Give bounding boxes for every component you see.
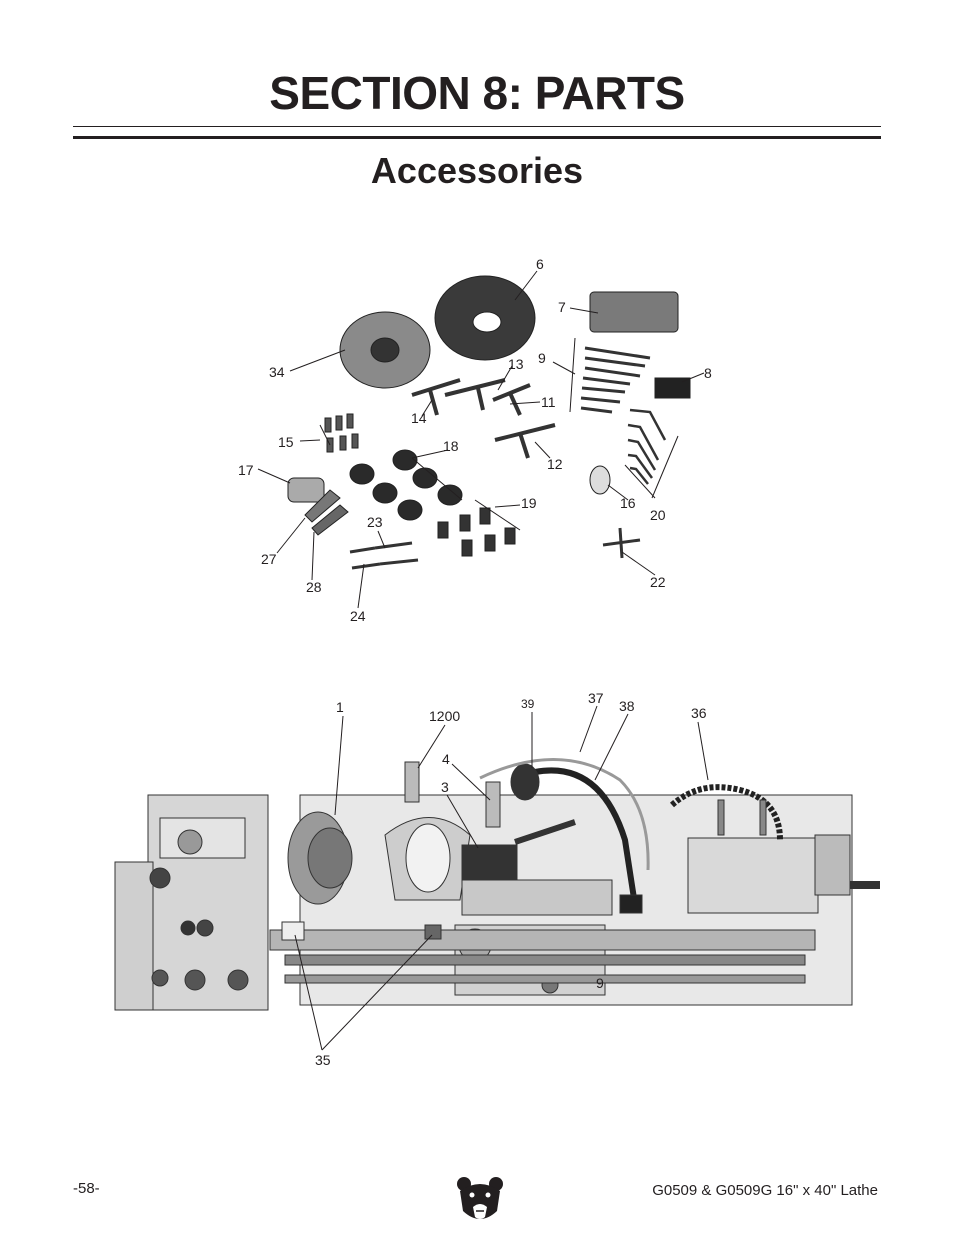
spider-wrench-icon — [602, 527, 641, 559]
callout-7: 7 — [558, 299, 566, 315]
callout-27: 27 — [261, 551, 277, 567]
lathe-bed-icon — [269, 929, 816, 951]
mounting-bolt-icon — [437, 507, 516, 557]
callout-35: 35 — [315, 1052, 331, 1068]
callout-12: 12 — [547, 456, 563, 472]
live-center-icon — [311, 504, 349, 536]
header-rule-thick — [73, 136, 881, 139]
screwdriver-icon — [349, 541, 419, 570]
manual-title: G0509 & G0509G 16" x 40" Lathe — [652, 1182, 878, 1199]
callout-28: 28 — [306, 579, 322, 595]
callout-1: 1 — [336, 699, 344, 715]
chuck-jaw-bolt-icon — [324, 413, 359, 453]
callout-9: 9 — [538, 350, 546, 366]
coolant-nozzle-icon — [479, 758, 650, 871]
callout-18: 18 — [443, 438, 459, 454]
callout-38: 38 — [619, 698, 635, 714]
page-number: -58- — [73, 1180, 100, 1197]
header-rule-thin — [73, 126, 881, 127]
callout-3: 3 — [441, 779, 449, 795]
toolbox-icon — [589, 291, 679, 333]
callout-34: 34 — [269, 364, 285, 380]
callout-9-lathe: 9 — [596, 975, 604, 991]
callout-4: 4 — [442, 751, 450, 767]
chuck-key-icon — [411, 378, 556, 459]
oil-can-icon — [589, 465, 611, 495]
callout-16: 16 — [620, 495, 636, 511]
tailstock-icon — [687, 837, 819, 914]
lathe-photo — [114, 758, 880, 1011]
hex-wrench-set-icon — [627, 408, 667, 485]
callout-6: 6 — [536, 256, 544, 272]
coolant-hose-icon — [670, 784, 783, 841]
sleeve-icon — [287, 477, 325, 503]
callout-17: 17 — [238, 462, 254, 478]
callout-20: 20 — [650, 507, 666, 523]
section-title: SECTION 8: PARTS — [269, 67, 685, 119]
follow-rest-icon — [485, 781, 501, 828]
chuck-jaw-disc-icon — [349, 449, 463, 521]
tool-post-icon — [654, 377, 691, 399]
carriage-icon — [461, 879, 613, 916]
callout-23: 23 — [367, 514, 383, 530]
callout-37: 37 — [588, 690, 604, 706]
page-subtitle: Accessories — [370, 150, 584, 191]
tool-post-icon — [461, 844, 518, 884]
wrench-set-icon — [580, 346, 651, 414]
callout-15: 15 — [278, 434, 294, 450]
grizzly-bear-logo-icon — [457, 1177, 503, 1219]
callout-14: 14 — [411, 410, 427, 426]
callout-11: 11 — [541, 394, 556, 410]
callout-19: 19 — [521, 495, 537, 511]
callout-36: 36 — [691, 705, 707, 721]
callout-1200: 1200 — [429, 708, 461, 724]
callout-22: 22 — [650, 574, 666, 590]
callout-39: 39 — [521, 697, 535, 711]
callout-8: 8 — [704, 365, 712, 381]
dead-center-icon — [304, 489, 341, 523]
callout-24: 24 — [350, 608, 366, 624]
callout-13: 13 — [508, 356, 524, 372]
work-lamp-icon — [534, 767, 638, 906]
